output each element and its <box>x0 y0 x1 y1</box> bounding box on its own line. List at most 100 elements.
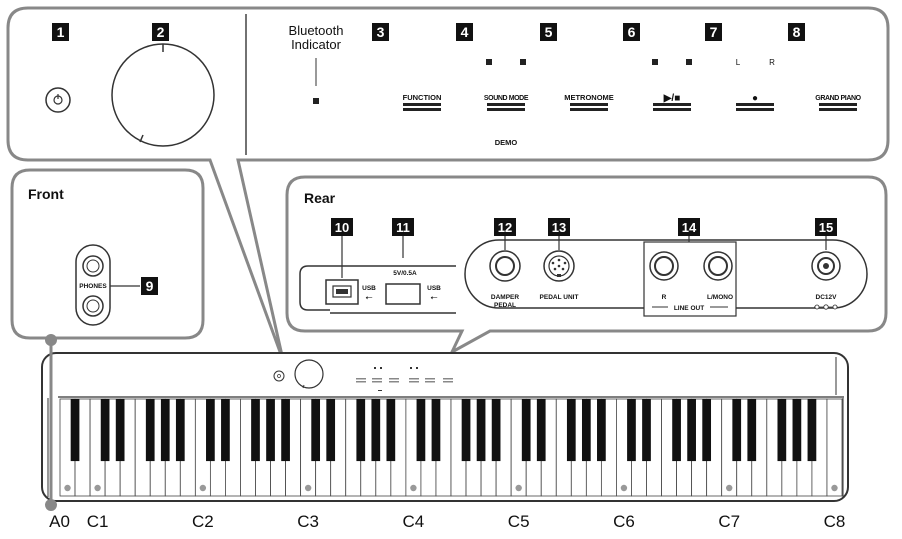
badge-2: 2 <box>152 23 169 41</box>
damper-label-1: DAMPER <box>491 294 519 301</box>
badge-7-text: 7 <box>710 24 718 40</box>
pedal-unit-label: PEDAL UNIT <box>540 294 579 301</box>
black-key <box>416 399 426 462</box>
phones-label: PHONES <box>79 283 107 290</box>
bluetooth-label-line2: Indicator <box>291 37 342 52</box>
bluetooth-label-line1: Bluetooth <box>289 23 344 38</box>
black-key <box>687 399 696 462</box>
record-label: ● <box>752 93 758 104</box>
badge-10-text: 10 <box>335 220 349 235</box>
key-marker-dot <box>515 484 522 492</box>
phones-jack-1[interactable] <box>82 255 104 277</box>
play-stop-button[interactable]: ▶/■ <box>653 93 691 111</box>
black-key <box>642 399 651 462</box>
lr-left-label: L <box>736 58 741 67</box>
key-marker-dot <box>410 484 417 492</box>
badge-4: 4 <box>456 23 473 41</box>
sound-mode-lamp-1 <box>486 59 492 65</box>
badge-2-text: 2 <box>157 24 165 40</box>
polarity-icon <box>814 304 838 310</box>
rear-callout: Rear 10 USB ⭠ 11 5V/0.5A USB ⭠ 12 <box>285 175 888 356</box>
c-key-markers <box>64 484 838 492</box>
black-key <box>175 399 185 462</box>
badge-5-text: 5 <box>545 24 553 40</box>
key-marker-dot <box>831 484 838 492</box>
usb-icon-1: ⭠ <box>365 292 372 302</box>
badge-14-text: 14 <box>682 220 697 235</box>
badge-13-text: 13 <box>552 220 566 235</box>
line-out-lmono-label: L/MONO <box>707 294 733 301</box>
rear-title: Rear <box>304 190 336 206</box>
badge-10: 10 <box>331 218 353 236</box>
black-key <box>206 399 215 462</box>
black-key <box>221 399 230 462</box>
badge-8-text: 8 <box>793 24 801 40</box>
usb-label-2: USB <box>427 285 441 292</box>
black-key <box>536 399 546 462</box>
black-key <box>807 399 817 462</box>
play-stop-label: ▶/■ <box>663 93 681 104</box>
mini-volume-knob <box>294 359 324 389</box>
black-keys <box>70 399 817 462</box>
demo-label: DEMO <box>495 138 518 147</box>
metronome-button[interactable]: METRONOME <box>564 93 614 111</box>
black-key <box>70 399 80 462</box>
volume-knob[interactable] <box>111 43 215 147</box>
black-key <box>431 399 441 462</box>
black-key <box>326 399 336 462</box>
piano-body <box>41 352 849 502</box>
black-key <box>747 399 757 462</box>
badge-11: 11 <box>392 218 414 236</box>
badge-5: 5 <box>540 23 557 41</box>
mini-buttons <box>356 367 453 391</box>
black-key <box>581 399 591 462</box>
black-key <box>371 399 381 462</box>
badge-6-text: 6 <box>628 24 636 40</box>
bluetooth-indicator-lamp <box>313 98 319 104</box>
function-button[interactable]: FUNCTION <box>403 93 442 111</box>
black-key <box>281 399 290 462</box>
badge-9: 9 <box>141 277 158 295</box>
badge-14: 14 <box>678 218 700 236</box>
black-key <box>251 399 260 462</box>
black-key <box>266 399 275 462</box>
dc-label: DC12V <box>816 294 838 301</box>
badge-15-text: 15 <box>819 220 833 235</box>
badge-7: 7 <box>705 23 722 41</box>
usb-a-port[interactable] <box>385 283 421 305</box>
line-out-label: LINE OUT <box>674 305 704 312</box>
black-key <box>597 399 606 462</box>
octave-label-c1: C1 <box>87 512 109 531</box>
badge-3-text: 3 <box>377 24 385 40</box>
badge-13: 13 <box>548 218 570 236</box>
black-key <box>115 399 125 462</box>
knob-indicator <box>139 134 144 143</box>
power-button[interactable] <box>45 87 71 113</box>
sound-mode-button[interactable]: SOUND MODE <box>484 95 529 111</box>
grand-piano-button[interactable]: GRAND PIANO <box>815 95 862 111</box>
key-marker-dot <box>304 484 312 492</box>
key-marker-dot <box>620 484 628 492</box>
record-button[interactable]: ● <box>736 93 774 111</box>
black-key <box>792 399 802 462</box>
black-key <box>386 399 396 462</box>
black-key <box>732 399 742 462</box>
black-key <box>145 399 155 462</box>
lr-right-label: R <box>769 58 775 67</box>
black-key <box>672 399 681 462</box>
badge-4-text: 4 <box>461 24 469 40</box>
black-key <box>476 399 486 462</box>
black-key <box>702 399 712 462</box>
control-panel-outline <box>6 6 890 361</box>
line-out-r-label: R <box>662 294 667 301</box>
octave-label-c6: C6 <box>613 512 635 531</box>
octave-label-c2: C2 <box>192 512 214 531</box>
black-key <box>491 399 501 462</box>
octave-label-c7: C7 <box>718 512 740 531</box>
phones-jack-2[interactable] <box>82 295 104 317</box>
badge-9-text: 9 <box>146 278 154 294</box>
front-callout: Front PHONES 9 <box>10 168 205 340</box>
black-key <box>311 399 321 462</box>
